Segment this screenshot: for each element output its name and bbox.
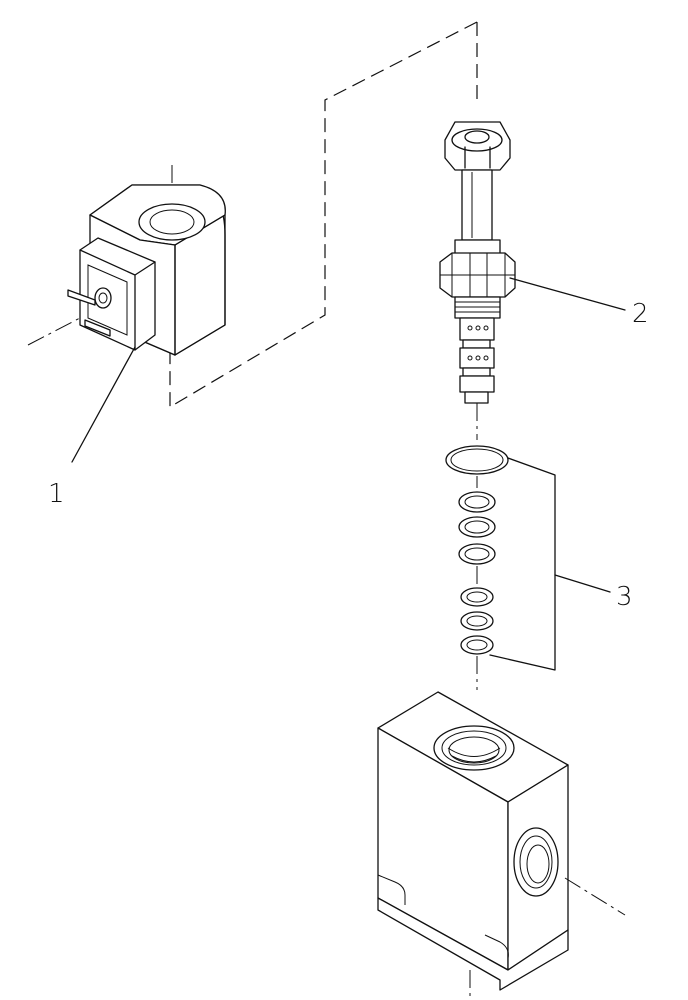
valve-block xyxy=(377,691,626,1000)
callout-2: 2 xyxy=(632,299,649,329)
o-ring-1 xyxy=(458,491,496,513)
assembly-dashed-path xyxy=(169,21,478,409)
o-ring-4 xyxy=(460,587,494,607)
callout-3: 3 xyxy=(616,582,633,612)
o-ring-5 xyxy=(460,611,494,631)
o-ring-3 xyxy=(458,543,496,565)
cartridge-valve xyxy=(439,121,626,404)
callout-1: 1 xyxy=(48,479,65,509)
solenoid-coil xyxy=(27,165,226,463)
o-ring-6 xyxy=(460,635,494,655)
o-ring-large xyxy=(445,445,509,475)
seal-kit xyxy=(445,403,611,690)
o-ring-2 xyxy=(458,516,496,538)
